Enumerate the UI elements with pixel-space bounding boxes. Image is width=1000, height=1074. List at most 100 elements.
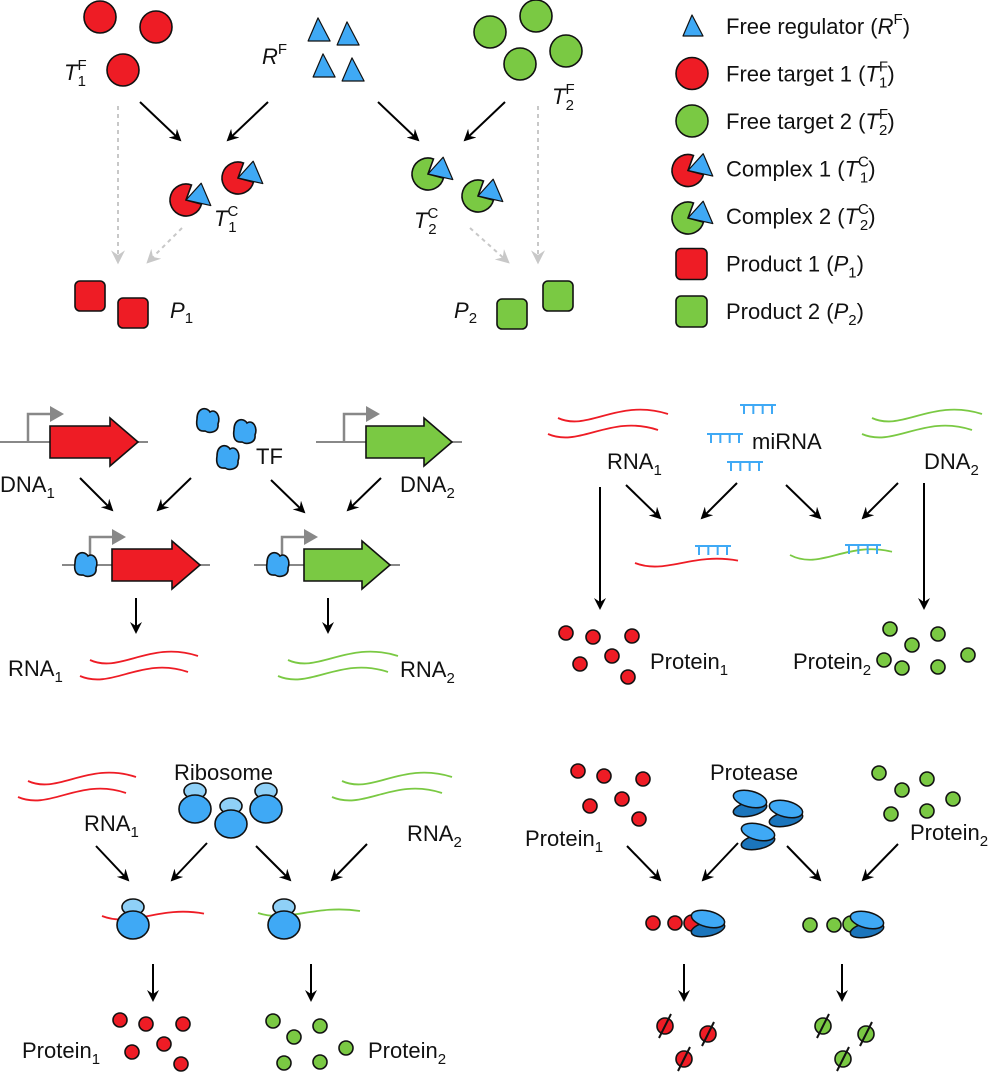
arrow-dna2-down	[346, 477, 382, 512]
complex-1-icon	[169, 182, 212, 217]
ribosome-icon	[214, 797, 248, 839]
translation-mrna-1-icon	[101, 910, 205, 921]
promoter-arrowhead	[366, 406, 380, 422]
degraded-protein-1-icon	[699, 1021, 717, 1047]
complex-2-group	[411, 156, 504, 213]
promoter-arrowhead	[304, 529, 318, 545]
legend-label: Free regulator (RF)	[726, 11, 910, 39]
protein-1-icon	[614, 791, 630, 807]
label-tf: TF	[256, 444, 283, 469]
protein-2-icon	[930, 659, 946, 675]
protease-icon	[732, 789, 768, 818]
red-circle-icon	[675, 56, 709, 91]
free-target-1-icon	[139, 10, 173, 44]
red-complex-icon	[671, 153, 714, 188]
complex-1-group	[169, 160, 264, 217]
arrow-mirna-to-duplex2	[785, 484, 822, 520]
degraded-protein-2-icon	[857, 1021, 875, 1047]
ribosome-bound-icon-2	[267, 898, 301, 940]
green-square-icon	[675, 295, 708, 328]
mirna-shapes	[547, 404, 983, 685]
dashed-arrow-c2-to-p2	[469, 227, 510, 264]
dashed-arrow-c1-to-p1	[146, 227, 183, 264]
arrow-dna2-to-duplex	[861, 482, 899, 520]
arrow-t2f-to-complex	[463, 101, 506, 142]
protein-1-icon	[620, 669, 636, 685]
promoter-arrow	[26, 412, 52, 442]
gene-2-icon	[316, 406, 462, 468]
product-2-group	[496, 280, 574, 330]
arrow-protein1-to-complex	[626, 845, 662, 882]
arrow-dna1-down	[79, 477, 114, 512]
mirna-dna-2-icon	[861, 408, 983, 439]
label-protease-protein2: Protein2	[910, 820, 988, 850]
degraded-protein-1-icon	[675, 1046, 693, 1072]
translation-shapes	[17, 771, 453, 1072]
label-mirna: miRNA	[752, 429, 822, 454]
protein-1-icon	[124, 1044, 140, 1060]
translation-rna-2-icon	[331, 771, 453, 802]
protein-2-icon	[338, 1040, 354, 1056]
mirna-rna-1-icon	[547, 408, 669, 439]
protein-2-icon	[904, 637, 920, 653]
promoter-arrow	[342, 412, 368, 442]
free-target-1-group	[83, 0, 173, 87]
arrow-rf-to-complex1	[226, 101, 269, 142]
gene-2-bound-icon	[254, 529, 400, 591]
arrow-protein2-to-complex	[861, 843, 899, 882]
label-mirna-protein2: Protein2	[793, 649, 871, 679]
protein-1-icon	[112, 1012, 128, 1028]
panel-protease: Protease Protein1 Protein2	[525, 760, 988, 1072]
free-target-1-icon	[83, 0, 117, 34]
complex-2-icon	[411, 156, 454, 191]
arrow-rna1-to-duplex	[625, 484, 662, 520]
tf-icon	[215, 444, 240, 471]
protein-1-icon	[572, 656, 588, 672]
ribosome-icon	[178, 782, 212, 824]
protein-1-icon	[175, 1016, 191, 1032]
complex-1-icon	[221, 160, 264, 195]
triangle-regulator-icon	[682, 14, 704, 37]
label-ribosome: Ribosome	[174, 760, 273, 785]
protease-icon	[768, 799, 804, 828]
arrow-tf-to-right	[270, 479, 306, 514]
red-square-icon	[675, 247, 708, 281]
legend-item: Product 1 (P1)	[675, 247, 864, 282]
label-mirna-rna1: RNA1	[607, 449, 662, 479]
mirna-icon	[740, 404, 776, 414]
protein-1-icon	[624, 628, 640, 644]
tf-bound-icon	[73, 551, 98, 578]
protein-2-icon	[883, 806, 899, 822]
protease-complex-1-icon	[683, 909, 726, 938]
arrow-tf-to-left	[156, 477, 192, 512]
protein-2-icon	[945, 791, 961, 807]
label-rna2: RNA2	[400, 657, 455, 687]
legend-item: Free regulator (RF)	[682, 11, 910, 39]
protein-2-icon	[930, 626, 946, 642]
gene-arrow	[303, 539, 392, 591]
label-rna1: RNA1	[8, 656, 63, 686]
label-translation-protein2: Protein2	[368, 1038, 446, 1068]
protein-1-icon	[596, 768, 612, 784]
mirna-target-rna-1-icon	[634, 557, 739, 568]
green-circle-icon	[675, 104, 709, 138]
free-target-1-icon	[106, 53, 140, 87]
gene-1-icon	[0, 406, 148, 468]
protein-2-icon	[894, 782, 910, 798]
protein-2-icon	[960, 647, 976, 663]
legend-label: Product 2 (P2)	[726, 299, 864, 329]
protein-2-icon	[919, 771, 935, 787]
free-regulator-icon	[336, 21, 360, 46]
free-regulator-icon	[341, 57, 365, 82]
arrow-rf-to-complex2	[377, 101, 420, 142]
label-translation-rna1: RNA1	[84, 811, 139, 841]
protein-2-icon	[919, 803, 935, 819]
